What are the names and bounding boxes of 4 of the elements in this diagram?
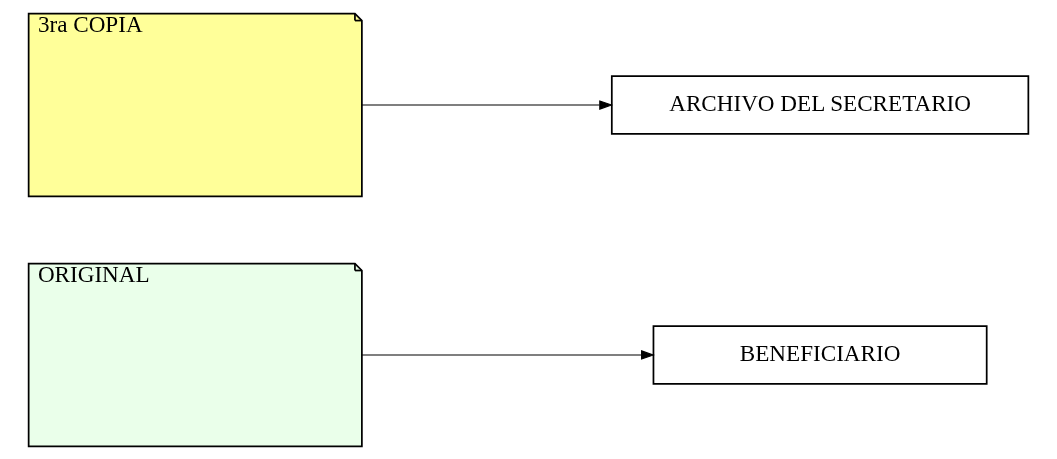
node-box: BENEFICIARIO: [652, 324, 988, 385]
arrow: [361, 349, 655, 360]
arrow: [361, 99, 614, 110]
node-box: ARCHIVO DEL SECRETARIO: [610, 74, 1030, 135]
